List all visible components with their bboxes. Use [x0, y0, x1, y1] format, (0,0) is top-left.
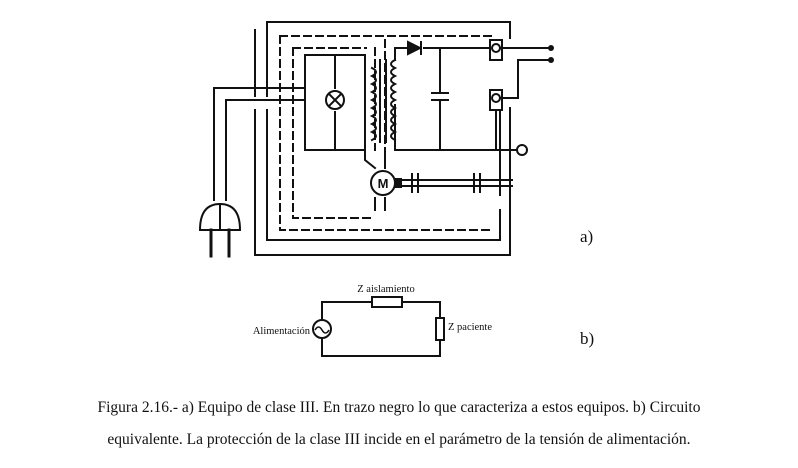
power-cord [213, 87, 306, 201]
diagram-a-label: a) [580, 227, 593, 246]
z-patient-label: Z paciente [448, 322, 492, 333]
primary-circuit [304, 54, 366, 151]
plug-icon [198, 202, 242, 258]
diagram-b-label: b) [580, 329, 594, 348]
diagram-a-class-iii-equipment: M a) [198, 21, 593, 258]
diode-icon [407, 40, 423, 56]
z-insulation-resistor [371, 296, 403, 308]
capacitor-icon [431, 92, 449, 101]
diagram-b-equivalent-circuit: Z aislamiento Z paciente Alimentación b) [253, 284, 594, 357]
figure-caption-line-1: Figura 2.16.- a) Equipo de clase III. En… [97, 399, 701, 416]
motor-icon [370, 170, 402, 196]
secondary-circuit [394, 47, 491, 151]
z-patient-resistor [435, 317, 445, 341]
terminal-ring-icon [516, 144, 528, 156]
ac-source-icon [312, 319, 332, 339]
motor-symbol: M [378, 176, 389, 191]
transformer-icon [369, 58, 398, 143]
output-terminals [489, 39, 551, 151]
supply-label: Alimentación [253, 326, 311, 337]
outer-enclosure [254, 21, 511, 256]
motor-shaft [400, 173, 513, 193]
motor-circuit [364, 149, 386, 211]
figure-caption-line-2: equivalente. La protección de la clase I… [107, 431, 691, 448]
equivalent-circuit-wires [321, 301, 441, 357]
dashed-insulation-enclosure [279, 35, 497, 231]
z-insulation-label: Z aislamiento [357, 284, 414, 295]
lamp-icon [325, 90, 345, 110]
terminal-dots [548, 45, 554, 63]
